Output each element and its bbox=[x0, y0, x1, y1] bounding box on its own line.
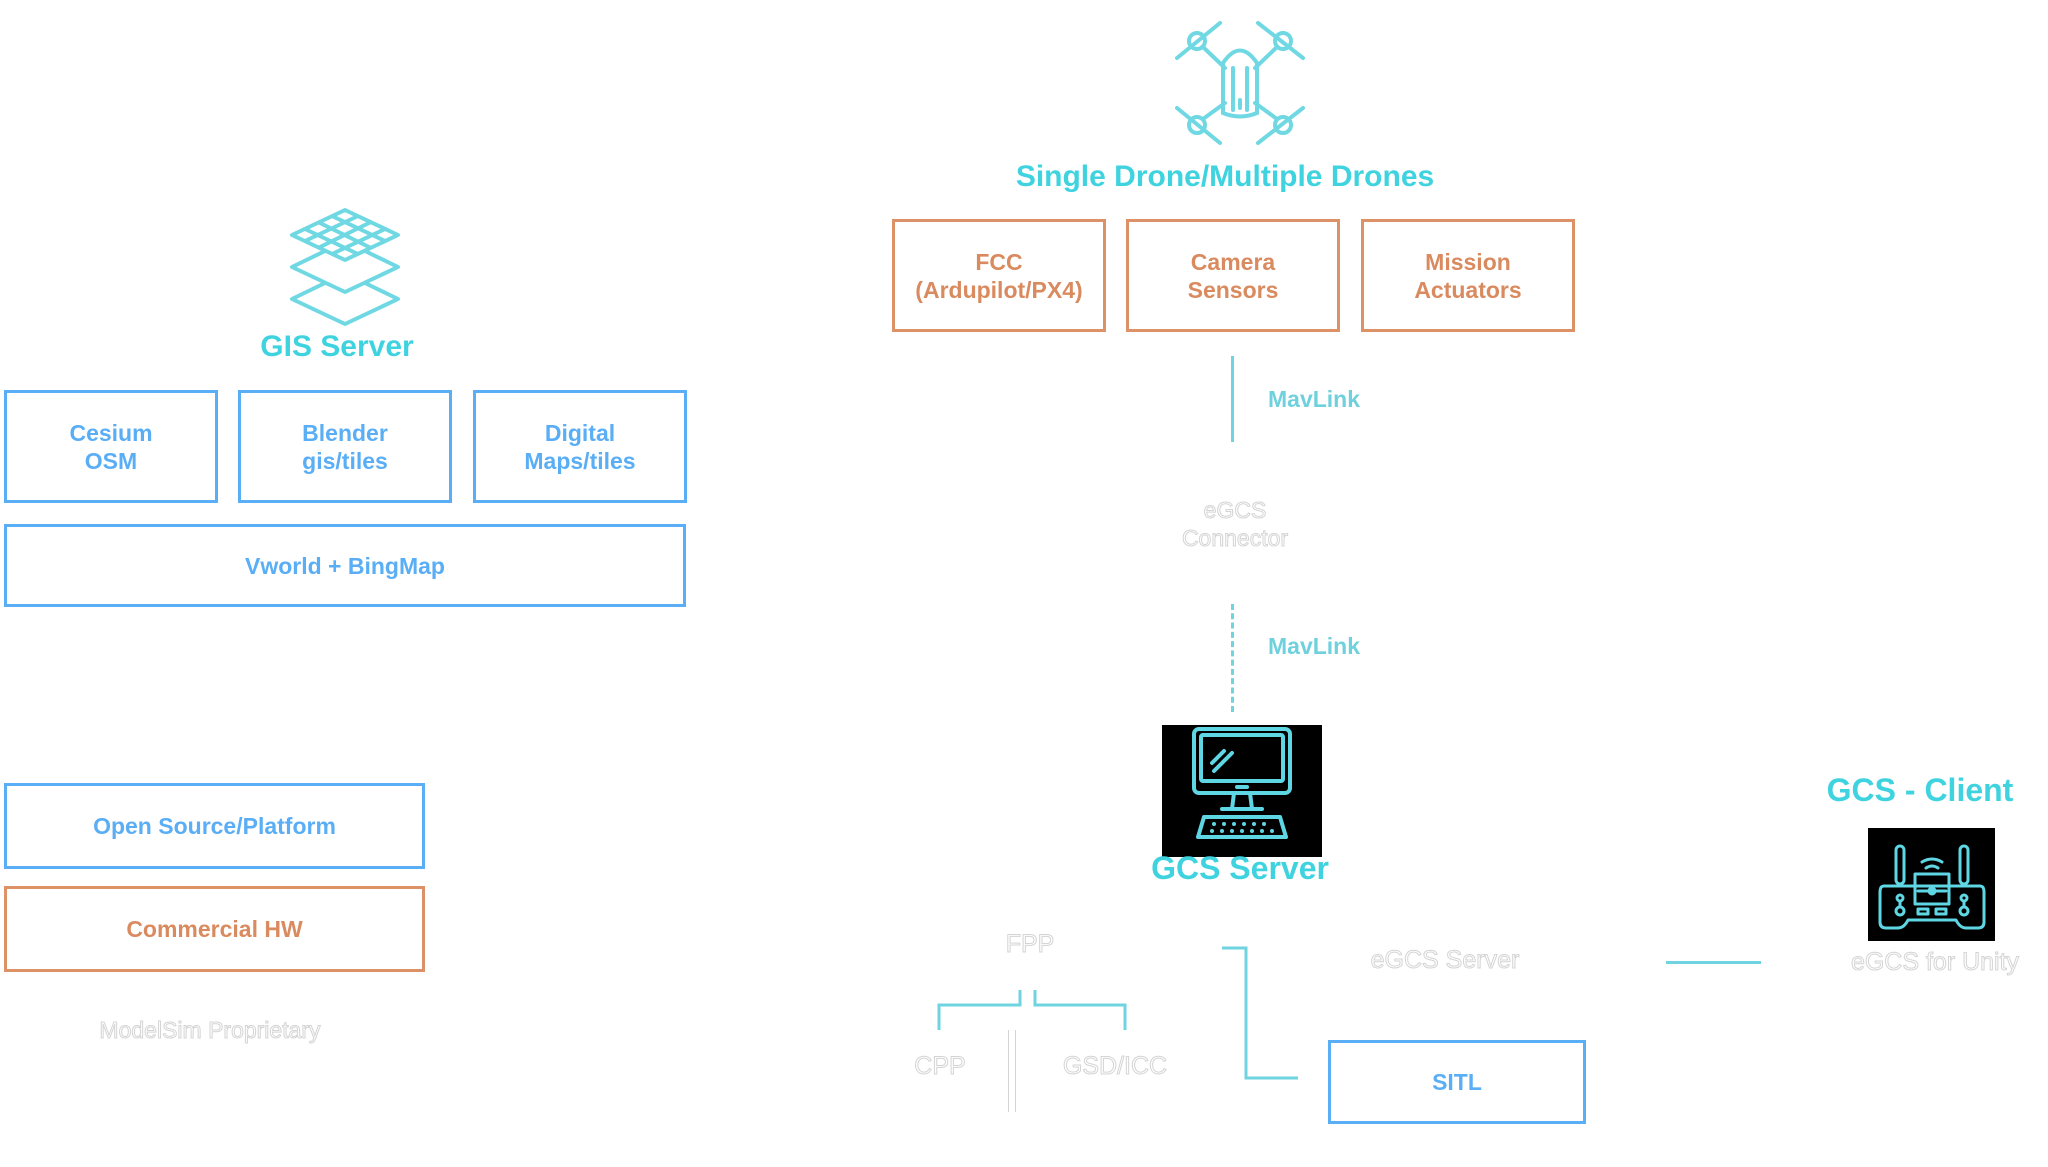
egcs-connector-label: eGCS Connector bbox=[1181, 497, 1289, 552]
gis-server-title: GIS Server bbox=[260, 330, 414, 363]
computer-icon bbox=[1192, 727, 1292, 839]
drone-title: Single Drone/Multiple Drones bbox=[1015, 160, 1435, 193]
gis-box-cesium: Cesium OSM bbox=[4, 390, 218, 503]
drone-box-mission: Mission Actuators bbox=[1361, 219, 1575, 332]
gcs-client-title: GCS - Client bbox=[1826, 772, 2014, 808]
server-sitl-connector bbox=[1222, 946, 1298, 1080]
server-client-link bbox=[1666, 961, 1761, 964]
drone-box-camera: Camera Sensors bbox=[1126, 219, 1340, 332]
gis-box-digital-maps: Digital Maps/tiles bbox=[473, 390, 687, 503]
fpp-label: FPP bbox=[1005, 930, 1055, 959]
cpp-gsd-divider bbox=[1008, 1030, 1016, 1112]
gis-box-vworld-bingmap: Vworld + BingMap bbox=[4, 524, 686, 607]
mavlink-top-label: MavLink bbox=[1268, 386, 1361, 412]
gis-box-blender: Blender gis/tiles bbox=[238, 390, 452, 503]
egcs-server-label: eGCS Server bbox=[1370, 946, 1520, 975]
drone-box-fcc: FCC (Ardupilot/PX4) bbox=[892, 219, 1106, 332]
fpp-split-connector bbox=[937, 990, 1127, 1030]
legend-open-source: Open Source/Platform bbox=[4, 783, 425, 869]
cpp-label: CPP bbox=[914, 1052, 966, 1081]
mavlink-bottom-line bbox=[1231, 604, 1234, 712]
gcs-server-title: GCS Server bbox=[1151, 850, 1329, 886]
gsd-icc-label: GSD/ICC bbox=[1062, 1052, 1168, 1081]
drone-icon bbox=[1175, 21, 1305, 145]
mavlink-top-line bbox=[1231, 356, 1234, 442]
sitl-box: SITL bbox=[1328, 1040, 1586, 1124]
mavlink-bottom-label: MavLink bbox=[1268, 633, 1361, 659]
map-layers-icon bbox=[290, 208, 400, 326]
egcs-for-unity-label: eGCS for Unity bbox=[1850, 948, 2020, 977]
legend-commercial-hw: Commercial HW bbox=[4, 886, 425, 972]
legend-proprietary: ModelSim Proprietary bbox=[99, 1017, 321, 1044]
remote-controller-icon bbox=[1878, 844, 1986, 930]
